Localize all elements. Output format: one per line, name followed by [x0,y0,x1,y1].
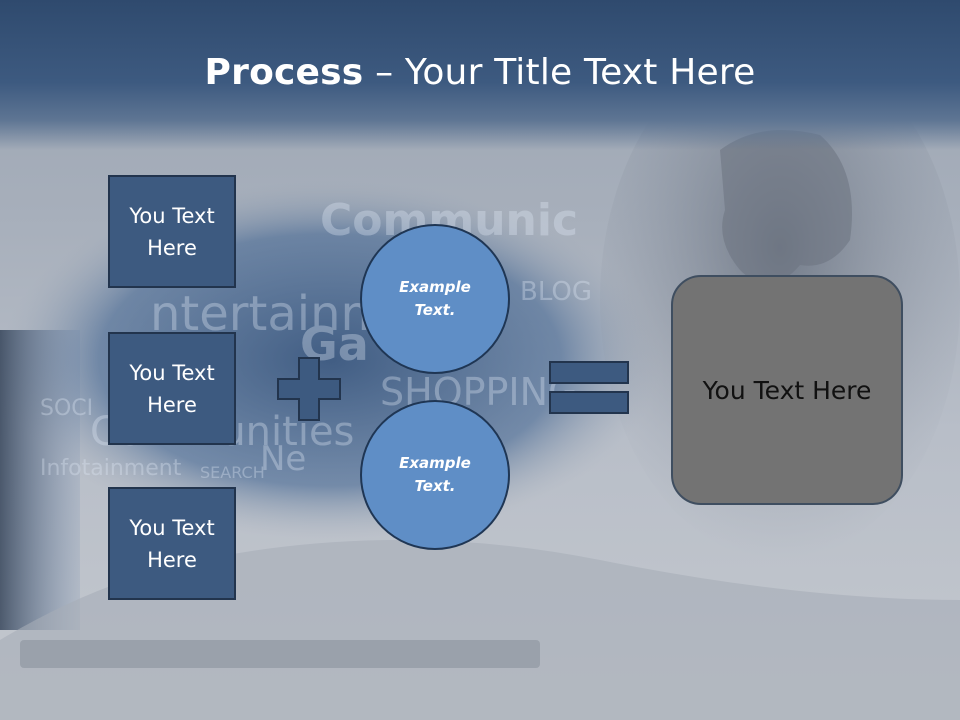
example-circle-1-label: Example Text. [399,278,471,319]
text-box-2[interactable]: You Text Here [108,332,236,445]
svg-text:SEARCH: SEARCH [200,463,265,482]
svg-text:Infotainment: Infotainment [40,456,182,481]
svg-text:SOCI: SOCI [40,396,93,421]
slide-title-bold: Process [204,52,364,93]
example-circle-1[interactable]: Example Text. [360,224,510,374]
equals-icon [549,361,629,414]
text-box-2-label: You Text Here [129,360,215,417]
text-box-1-label: You Text Here [129,203,215,260]
header-band [0,0,960,150]
slide-title-rest: – Your Title Text Here [363,52,756,93]
result-box-label: You Text Here [702,375,872,405]
text-box-3-label: You Text Here [129,515,215,572]
example-circle-2[interactable]: Example Text. [360,400,510,550]
svg-text:BLOG: BLOG [520,277,592,307]
text-box-1[interactable]: You Text Here [108,175,236,288]
example-circle-2-label: Example Text. [399,454,471,495]
text-box-3[interactable]: You Text Here [108,487,236,600]
result-box[interactable]: You Text Here [671,275,903,505]
plus-icon [277,357,341,421]
slide-title: Process – Your Title Text Here [0,52,960,93]
svg-text:Ne: Ne [260,439,306,479]
